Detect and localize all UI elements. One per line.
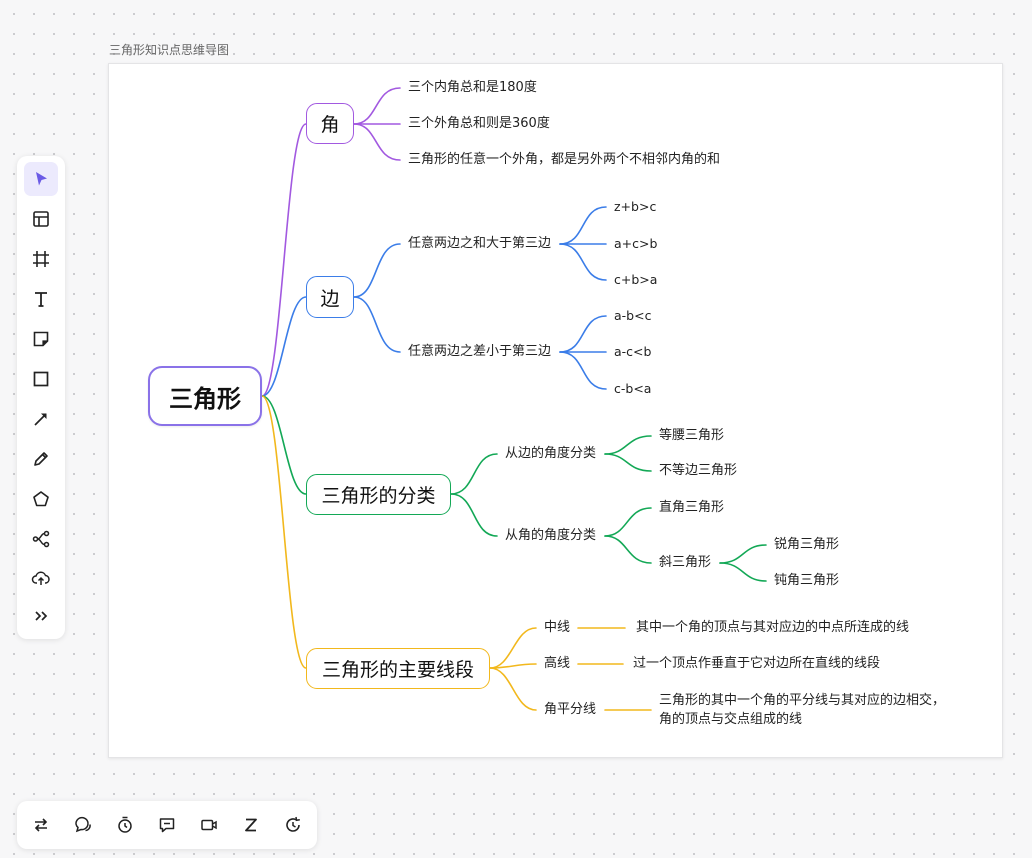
bisector-desc-line1[interactable]: 三角形的其中一个角的平分线与其对应的边相交， <box>659 693 946 708</box>
class-by-angle[interactable]: 从角的角度分类 <box>505 528 597 543</box>
text-icon <box>35 292 47 307</box>
rectangle-tool[interactable] <box>24 362 58 396</box>
sticky-note-tool[interactable] <box>24 322 58 356</box>
text-tool[interactable] <box>24 282 58 316</box>
feedback-icon <box>159 818 175 833</box>
connector-tool[interactable] <box>24 402 58 436</box>
frame-tool[interactable] <box>24 242 58 276</box>
left-toolbar <box>17 156 65 639</box>
switch-icon <box>34 818 48 832</box>
connector-side-sum <box>353 243 401 298</box>
rectangle-icon <box>33 371 49 387</box>
comment-button[interactable] <box>66 808 100 842</box>
connector-byside-2 <box>604 453 652 472</box>
video-button[interactable] <box>192 808 226 842</box>
pen-tool[interactable] <box>24 442 58 476</box>
connector-oblique-2 <box>719 562 767 582</box>
diff-item-1[interactable]: a-b<c <box>614 308 652 323</box>
connector-class-angle <box>450 493 498 537</box>
class-by-side[interactable]: 从边的角度分类 <box>505 446 597 461</box>
mindmap-icon <box>32 530 50 548</box>
connector-root-angle <box>261 123 307 397</box>
by-side-item-1[interactable]: 等腰三角形 <box>659 428 725 443</box>
oblique-item-2[interactable]: 钝角三角形 <box>774 573 840 588</box>
template-tool[interactable] <box>24 202 58 236</box>
select-tool[interactable] <box>24 162 58 196</box>
video-icon <box>201 819 217 831</box>
by-angle-oblique[interactable]: 斜三角形 <box>659 555 712 570</box>
connector-angle-1 <box>353 87 401 125</box>
angle-item-2[interactable]: 三个外角总和则是360度 <box>408 116 550 131</box>
pentagon-icon <box>33 491 49 507</box>
timer-button[interactable] <box>108 808 142 842</box>
bisector-desc-line2[interactable]: 角的顶点与交点组成的线 <box>659 712 803 727</box>
connector-diff-3 <box>559 351 607 390</box>
altitude-desc[interactable]: 过一个顶点作垂直于它对边所在直线的线段 <box>633 656 881 671</box>
connector-class-side <box>450 453 498 495</box>
sticky-note-icon <box>33 331 49 347</box>
angle-item-3[interactable]: 三角形的任意一个外角，都是另外两个不相邻内角的和 <box>408 152 721 167</box>
connector-root-segments <box>261 395 307 669</box>
upload-tool[interactable] <box>24 561 58 595</box>
oblique-item-1[interactable]: 锐角三角形 <box>774 537 840 552</box>
node-classification[interactable]: 三角形的分类 <box>306 474 451 515</box>
bottom-toolbar <box>17 801 317 849</box>
node-angle[interactable]: 角 <box>306 103 354 144</box>
connector-byside-1 <box>604 435 652 455</box>
angle-item-1[interactable]: 三个内角总和是180度 <box>408 80 537 95</box>
connector-seg-median <box>489 627 537 669</box>
median-desc[interactable]: 其中一个角的顶点与其对应边的中点所连成的线 <box>636 620 910 635</box>
segment-median[interactable]: 中线 <box>544 620 571 635</box>
connector-root-class <box>261 395 307 495</box>
connector-icon <box>34 413 47 426</box>
more-tool[interactable] <box>24 599 58 633</box>
comment-icon <box>75 816 91 833</box>
sleep-icon <box>245 818 257 832</box>
pentagon-tool[interactable] <box>24 482 58 516</box>
side-diff[interactable]: 任意两边之差小于第三边 <box>408 344 552 359</box>
upload-icon <box>31 571 50 585</box>
more-icon <box>35 611 48 621</box>
by-side-item-2[interactable]: 不等边三角形 <box>659 463 738 478</box>
switch-button[interactable] <box>24 808 58 842</box>
diff-item-3[interactable]: c-b<a <box>614 381 652 396</box>
mindmap-tool[interactable] <box>24 522 58 556</box>
diff-item-2[interactable]: a-c<b <box>614 344 652 359</box>
segment-bisector[interactable]: 角平分线 <box>544 702 597 717</box>
connector-side-diff <box>353 296 401 353</box>
history-icon <box>286 816 300 832</box>
feedback-button[interactable] <box>150 808 184 842</box>
sleep-button[interactable] <box>234 808 268 842</box>
connector-sum-1 <box>559 206 607 245</box>
connector-root-side <box>261 296 307 397</box>
pen-icon <box>34 452 48 466</box>
connector-seg-altitude <box>489 663 537 669</box>
connector-oblique-1 <box>719 544 767 564</box>
frame-icon <box>33 251 49 267</box>
sum-item-1[interactable]: z+b>c <box>614 199 657 214</box>
select-icon <box>36 172 47 186</box>
connector-sum-3 <box>559 243 607 281</box>
by-angle-right[interactable]: 直角三角形 <box>659 500 725 515</box>
side-sum[interactable]: 任意两边之和大于第三边 <box>408 236 552 251</box>
node-side[interactable]: 边 <box>306 276 354 318</box>
history-button[interactable] <box>276 808 310 842</box>
frame-title[interactable]: 三角形知识点思维导图 <box>109 43 230 57</box>
timer-icon <box>118 816 132 833</box>
segment-altitude[interactable]: 高线 <box>544 656 571 671</box>
connector-angle-3 <box>353 123 401 161</box>
connector-diff-1 <box>559 315 607 353</box>
sum-item-2[interactable]: a+c>b <box>614 236 658 251</box>
connector-seg-bisector <box>489 667 537 711</box>
template-icon <box>33 211 49 227</box>
sum-item-3[interactable]: c+b>a <box>614 272 658 287</box>
connector-byangle-1 <box>604 507 652 537</box>
connector-byangle-2 <box>604 535 652 564</box>
node-segments[interactable]: 三角形的主要线段 <box>306 648 490 689</box>
root-node[interactable]: 三角形 <box>148 366 262 426</box>
